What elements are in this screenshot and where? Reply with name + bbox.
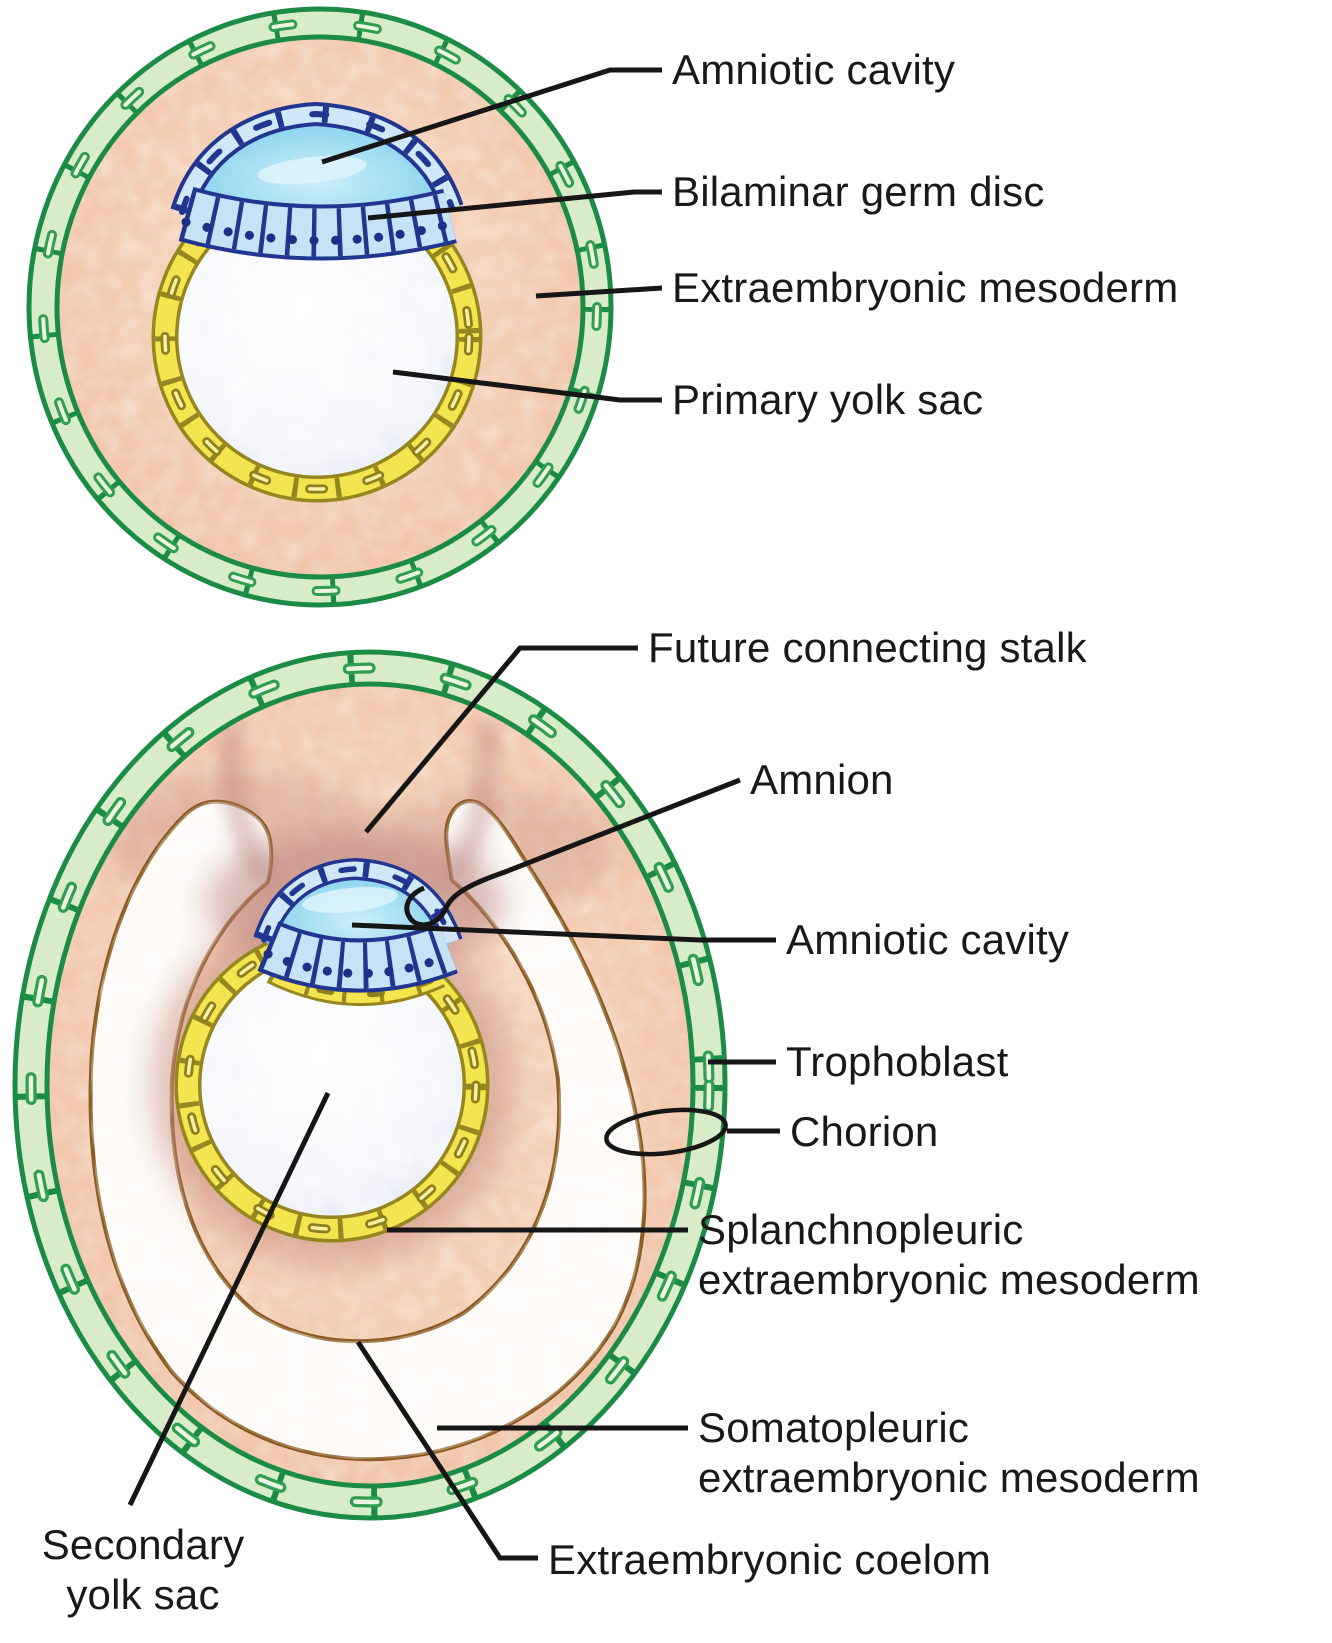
label-splanchnopleuric-line2: extraembryonic mesoderm: [698, 1256, 1200, 1303]
panel-top-illustration: [26, 6, 614, 608]
label-trophoblast: Trophoblast: [786, 1038, 1009, 1085]
label-amnion: Amnion: [750, 756, 894, 803]
leader-amniotic-cavity-bottom: [351, 922, 776, 943]
bottom-connecting-stalk-shading: [220, 721, 278, 889]
bottom-epiblast-columnar-cells: [257, 920, 458, 993]
chorion-ellipse: [604, 1107, 728, 1157]
label-splanchnopleuric-line1: Splanchnopleuric: [698, 1206, 1024, 1253]
leader-future-connecting-stalk: [364, 645, 638, 834]
leader-primary-yolk-sac: [392, 369, 662, 403]
label-secondary-yolk-sac: Secondary yolk sac: [33, 1520, 253, 1620]
leader-secondary-yolk-sac: [127, 1091, 331, 1507]
panel-bottom-illustration: [12, 649, 728, 1521]
leader-bilaminar-germ-disc: [367, 189, 662, 221]
label-amniotic-cavity-top: Amniotic cavity: [672, 46, 956, 93]
label-future-connecting-stalk: Future connecting stalk: [648, 624, 1087, 671]
bottom-trophoblast-ring: [12, 649, 728, 1521]
label-somatopleuric-line2: extraembryonic mesoderm: [698, 1454, 1200, 1501]
leader-extraembryonic-mesoderm: [535, 285, 663, 299]
label-chorion: Chorion: [790, 1108, 939, 1155]
leader-extraembryonic-coelom: [355, 1340, 538, 1561]
label-somatopleuric: Somatopleuric extraembryonic mesoderm: [698, 1403, 1200, 1503]
label-primary-yolk-sac: Primary yolk sac: [672, 376, 984, 423]
leader-lines: [127, 67, 780, 1561]
label-amniotic-cavity-bottom: Amniotic cavity: [786, 916, 1070, 963]
label-somatopleuric-line1: Somatopleuric: [698, 1404, 970, 1451]
label-splanchnopleuric: Splanchnopleuric extraembryonic mesoderm: [698, 1205, 1200, 1305]
leader-amnion: [404, 777, 741, 928]
label-bilaminar-germ-disc: Bilaminar germ disc: [672, 168, 1045, 215]
label-secondary-yolk-sac-line2: yolk sac: [66, 1571, 220, 1618]
label-extraembryonic-mesoderm: Extraembryonic mesoderm: [672, 264, 1179, 311]
top-trophoblast-ring: [26, 6, 614, 608]
label-extraembryonic-coelom: Extraembryonic coelom: [548, 1536, 992, 1583]
label-secondary-yolk-sac-line1: Secondary: [41, 1521, 245, 1568]
top-epiblast-columnar-cells: [178, 186, 457, 261]
leader-amniotic-cavity-top: [321, 67, 662, 165]
